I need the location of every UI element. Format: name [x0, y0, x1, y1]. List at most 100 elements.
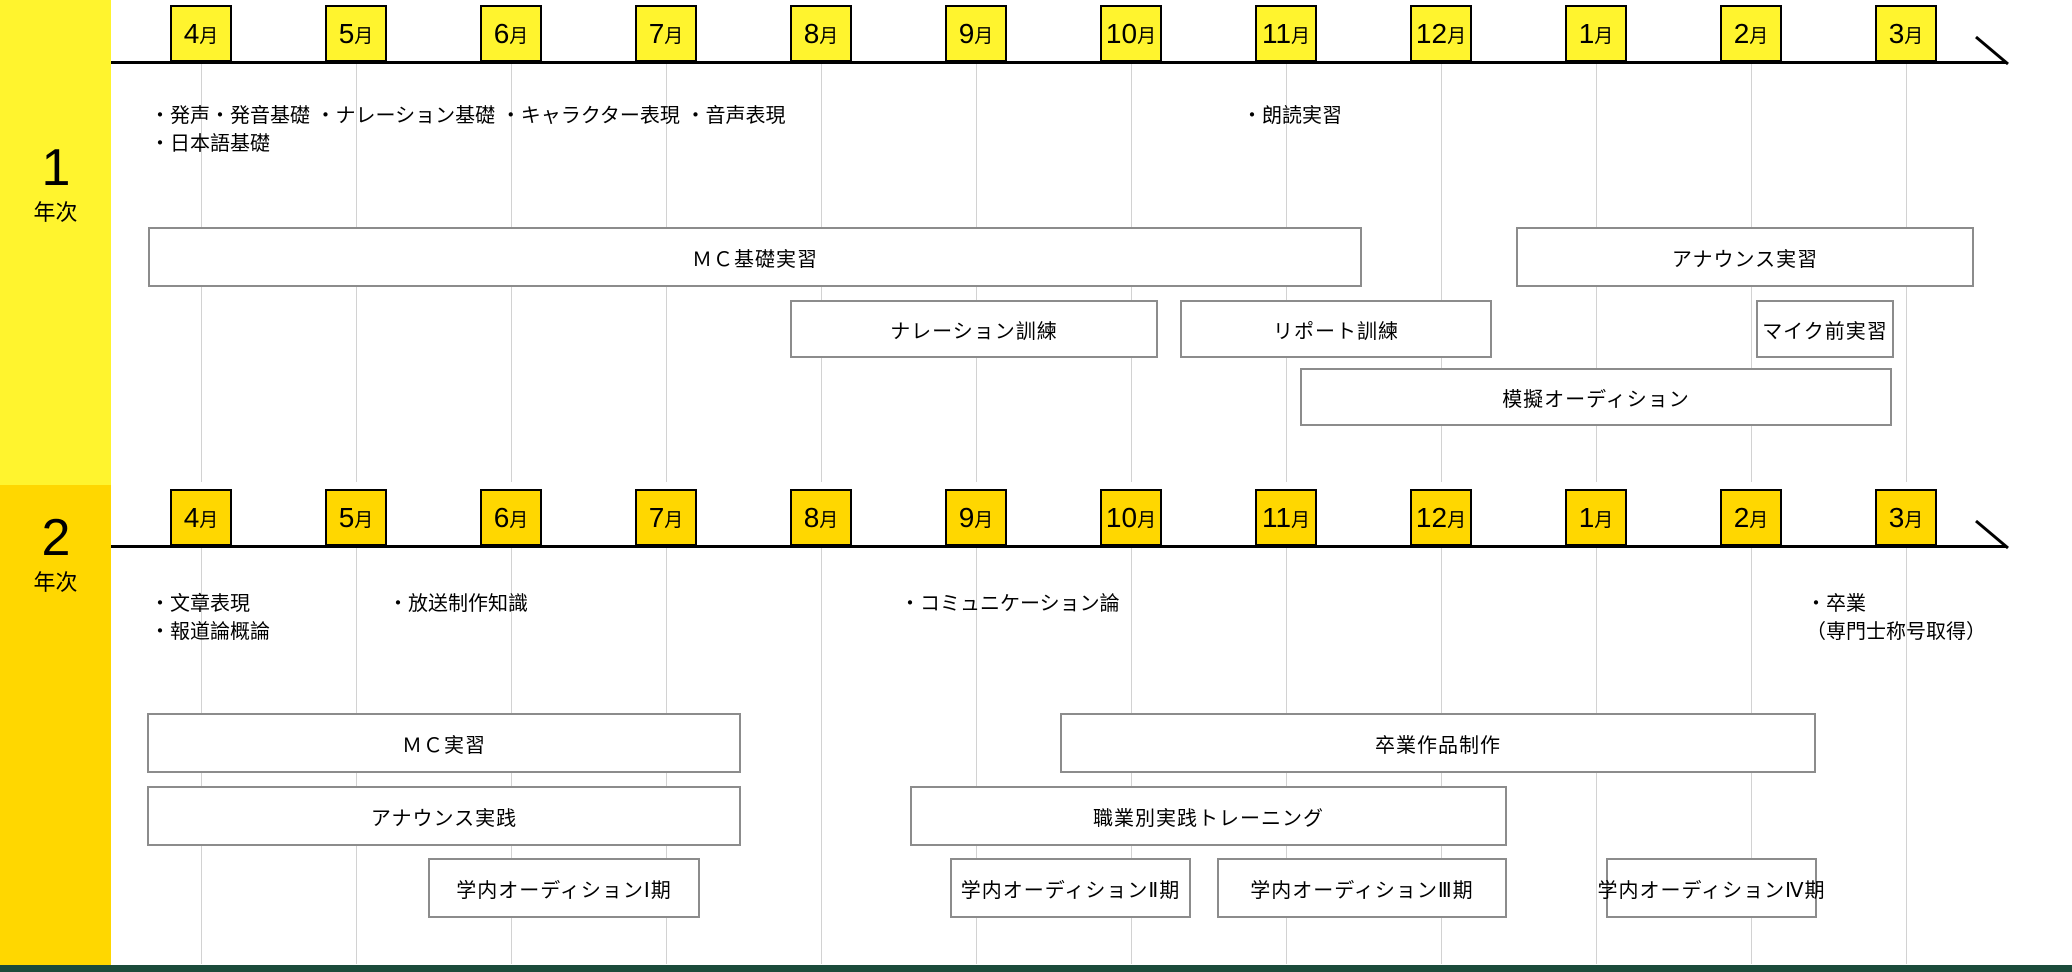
month-suffix: 月: [1749, 510, 1769, 531]
month-label: 11: [1261, 17, 1292, 49]
timeline-arrow-icon: [1975, 519, 2009, 550]
year2-label: 2 年次: [0, 512, 111, 594]
month-suffix: 月: [1594, 26, 1614, 47]
month-label: 1: [1578, 17, 1595, 49]
course-bar: 学内オーディションⅢ期: [1217, 858, 1507, 918]
course-bar-label: ＭＣ基礎実習: [692, 248, 818, 271]
year1-suffix: 年次: [33, 200, 78, 225]
curriculum-note: ・報道論概論: [150, 621, 270, 643]
month-suffix: 月: [664, 26, 684, 47]
course-bar-label: マイク前実習: [1762, 320, 1888, 343]
course-bar: アナウンス実践: [147, 786, 741, 846]
curriculum-note: ・放送制作知識: [388, 593, 528, 615]
month-suffix: 月: [1594, 510, 1614, 531]
footer-strip: [0, 965, 2072, 972]
month-label: 9: [958, 501, 975, 533]
month-label: 12: [1415, 501, 1448, 533]
month-suffix: 月: [199, 510, 219, 531]
month-suffix: 月: [1447, 510, 1467, 531]
month-suffix: 月: [664, 510, 684, 531]
month-suffix: 月: [1904, 26, 1924, 47]
month-suffix: 月: [354, 510, 374, 531]
month-label: 9: [958, 17, 975, 49]
timeline-arrow-icon: [1975, 35, 2009, 66]
course-bar: 学内オーディションⅠ期: [428, 858, 700, 918]
curriculum-note: ・発声・発音基礎 ・ナレーション基礎 ・キャラクター表現 ・音声表現: [150, 105, 786, 127]
month-label: 7: [648, 17, 665, 49]
month-label: 4: [183, 17, 200, 49]
course-bar-label: 職業別実践トレーニング: [1093, 807, 1324, 830]
month-suffix: 月: [819, 26, 839, 47]
month-label: 11: [1261, 501, 1292, 533]
course-bar: 模擬オーディション: [1300, 368, 1892, 426]
course-bar-label: アナウンス実践: [370, 807, 518, 830]
course-bar-label: 学内オーディションⅡ期: [960, 879, 1181, 902]
month-suffix: 月: [199, 26, 219, 47]
course-bar-label: アナウンス実習: [1671, 248, 1819, 271]
timeline-line: [111, 545, 2006, 548]
year2-number: 2: [41, 509, 71, 567]
month-gridline: [821, 548, 822, 964]
month-suffix: 月: [974, 26, 994, 47]
month-label: 3: [1888, 17, 1905, 49]
month-label: 10: [1105, 501, 1138, 533]
course-bar: ＭＣ基礎実習: [148, 227, 1362, 287]
month-suffix: 月: [1291, 26, 1311, 47]
month-label: 7: [648, 501, 665, 533]
month-label: 10: [1105, 17, 1138, 49]
course-bar-label: 学内オーディションⅠ期: [456, 879, 672, 902]
curriculum-note: ・日本語基礎: [150, 133, 270, 155]
month-suffix: 月: [1137, 26, 1157, 47]
course-bar: 学内オーディションⅣ期: [1597, 858, 1825, 918]
course-bar: ＭＣ実習: [147, 713, 741, 773]
month-label: 8: [803, 501, 820, 533]
month-suffix: 月: [1291, 510, 1311, 531]
year1-label: 1 年次: [0, 142, 111, 224]
course-bar-label: 模擬オーディション: [1502, 388, 1690, 411]
course-bar-label: 学内オーディションⅣ期: [1597, 879, 1826, 902]
month-gridline: [1441, 64, 1442, 482]
course-bar-label: 卒業作品制作: [1375, 734, 1501, 757]
month-label: 6: [493, 501, 510, 533]
month-suffix: 月: [1447, 26, 1467, 47]
month-suffix: 月: [819, 510, 839, 531]
course-bar: 学内オーディションⅡ期: [950, 858, 1191, 918]
month-suffix: 月: [509, 510, 529, 531]
course-bar: マイク前実習: [1756, 300, 1894, 358]
month-label: 2: [1733, 17, 1750, 49]
year2-suffix: 年次: [33, 570, 78, 595]
month-label: 5: [338, 17, 355, 49]
month-suffix: 月: [974, 510, 994, 531]
timeline-line: [111, 61, 2006, 64]
year2-sidebar: 2 年次: [0, 485, 111, 965]
month-suffix: 月: [509, 26, 529, 47]
month-label: 12: [1415, 17, 1448, 49]
curriculum-note: ・朗読実習: [1242, 105, 1342, 127]
course-bar-label: リポート訓練: [1273, 320, 1399, 343]
curriculum-note: （専門士称号取得）: [1806, 621, 1986, 643]
curriculum-note: ・コミュニケーション論: [900, 593, 1120, 615]
month-suffix: 月: [1137, 510, 1157, 531]
month-label: 8: [803, 17, 820, 49]
